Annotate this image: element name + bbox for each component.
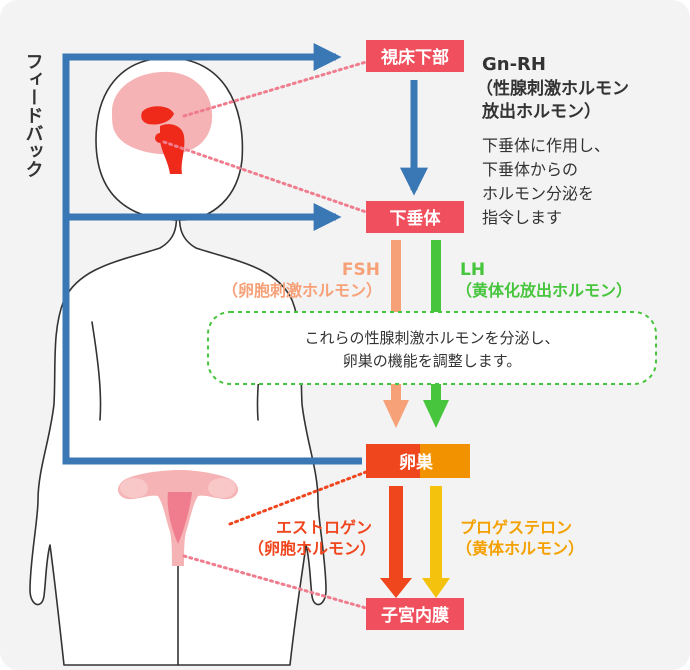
progesterone-label: プロゲステロン （黄体ホルモン） xyxy=(456,518,584,558)
hypothalamus-marker xyxy=(141,106,174,125)
note-line-1: これらの性腺刺激ホルモンを分泌し、 xyxy=(304,329,559,347)
gnrh-title: Gn-RH xyxy=(482,54,546,75)
right-ovary-shape xyxy=(208,478,236,498)
svg-text:（黄体ホルモン）: （黄体ホルモン） xyxy=(456,539,584,558)
ovary-box: 卵巣 xyxy=(366,444,470,478)
brain-stem-shape xyxy=(160,124,185,174)
svg-text:視床下部: 視床下部 xyxy=(380,47,449,68)
svg-text:（黄体化放出ホルモン）: （黄体化放出ホルモン） xyxy=(456,281,632,300)
gnrh-text-block: Gn-RH （性腺刺激ホルモン 放出ホルモン） 下垂体に作用し、 下垂体からの … xyxy=(476,54,629,227)
connector-pituitary xyxy=(162,140,368,214)
gnrh-desc-4: 指令します xyxy=(482,208,562,227)
gnrh-subtitle-1: （性腺刺激ホルモン xyxy=(476,78,629,99)
connector-endometrium xyxy=(182,554,368,610)
svg-text:卵巣: 卵巣 xyxy=(399,452,434,473)
svg-text:（卵胞刺激ホルモン）: （卵胞刺激ホルモン） xyxy=(222,281,382,300)
estrogen-label: エストロゲン （卵胞ホルモン） xyxy=(248,518,376,558)
svg-text:エストロゲン: エストロゲン xyxy=(276,518,372,537)
feedback-loop xyxy=(62,43,428,465)
svg-text:プロゲステロン: プロゲステロン xyxy=(460,518,572,537)
note-box: これらの性腺刺激ホルモンを分泌し、 卵巣の機能を調整します。 xyxy=(207,311,657,385)
svg-text:（卵胞ホルモン）: （卵胞ホルモン） xyxy=(248,539,376,558)
pituitary-box: 下垂体 xyxy=(366,201,464,233)
lh-label: LH （黄体化放出ホルモン） xyxy=(456,260,632,300)
hormone-arrows xyxy=(380,240,450,598)
svg-text:LH: LH xyxy=(460,260,485,280)
fsh-label: FSH （卵胞刺激ホルモン） xyxy=(222,260,382,300)
endometrium-box: 子宮内膜 xyxy=(366,598,464,630)
left-ovary-shape xyxy=(120,478,148,498)
gnrh-desc-3: ホルモン分泌を xyxy=(482,184,594,203)
svg-text:FSH: FSH xyxy=(342,260,380,280)
connector-ovary xyxy=(228,470,368,526)
uterus-illustration xyxy=(118,470,238,566)
uterine-cavity-shape xyxy=(167,492,192,544)
connector-hypothalamus xyxy=(182,60,368,118)
svg-text:下垂体: 下垂体 xyxy=(390,208,442,229)
hypothalamus-box: 視床下部 xyxy=(366,40,464,72)
feedback-label: フィードバック xyxy=(23,52,44,178)
brain-illustration xyxy=(112,71,213,174)
gnrh-desc-2: 下垂体からの xyxy=(482,160,578,179)
dotted-connectors xyxy=(162,60,368,610)
feedback-line-hypothalamus xyxy=(62,43,362,465)
note-line-2: 卵巣の機能を調整します。 xyxy=(343,352,522,370)
gnrh-desc-1: 下垂体に作用し、 xyxy=(482,136,610,155)
svg-text:子宮内膜: 子宮内膜 xyxy=(381,605,449,626)
pituitary-marker xyxy=(155,133,165,143)
gnrh-subtitle-2: 放出ホルモン） xyxy=(481,101,601,122)
